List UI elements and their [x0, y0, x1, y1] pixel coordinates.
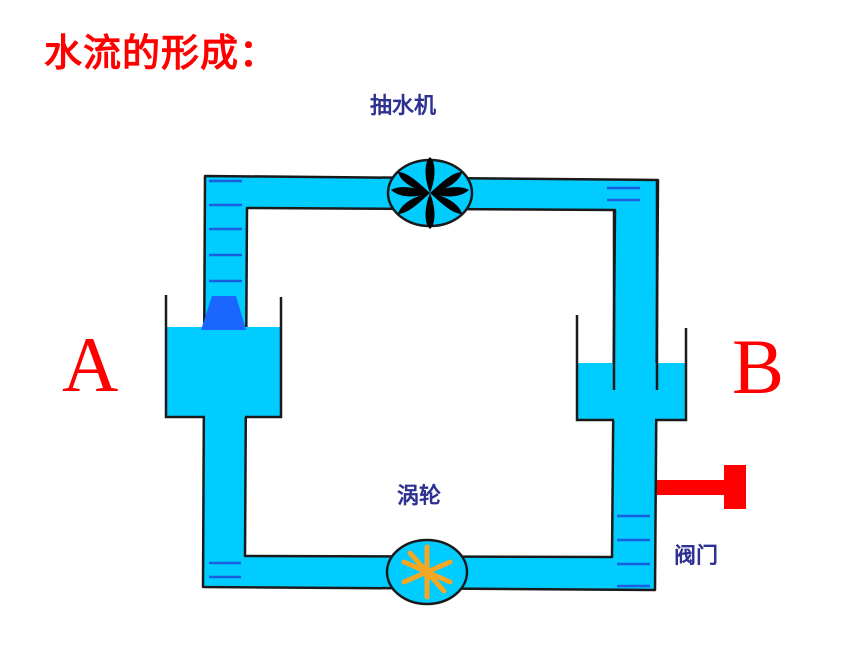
- valve[interactable]: [657, 465, 746, 509]
- container-a-label: A: [62, 321, 119, 408]
- turbine-blades: [401, 544, 453, 600]
- pump-label: 抽水机: [370, 94, 437, 119]
- valve-label: 阀门: [674, 544, 719, 569]
- pump: [386, 157, 474, 229]
- nozzle: [201, 296, 246, 330]
- turbine-label: 涡轮: [397, 484, 442, 509]
- turbine: [385, 538, 469, 606]
- container-a-walls: [164, 295, 283, 419]
- page-title: 水流的形成：: [44, 31, 279, 75]
- pipe-loop: [201, 174, 660, 592]
- container-b-walls: [575, 315, 688, 422]
- container-b-label: B: [732, 323, 785, 410]
- pump-blades: [391, 157, 469, 229]
- level-marks: [209, 179, 650, 588]
- container-b-water-pipe: [615, 360, 655, 422]
- container-a-water: [167, 327, 280, 417]
